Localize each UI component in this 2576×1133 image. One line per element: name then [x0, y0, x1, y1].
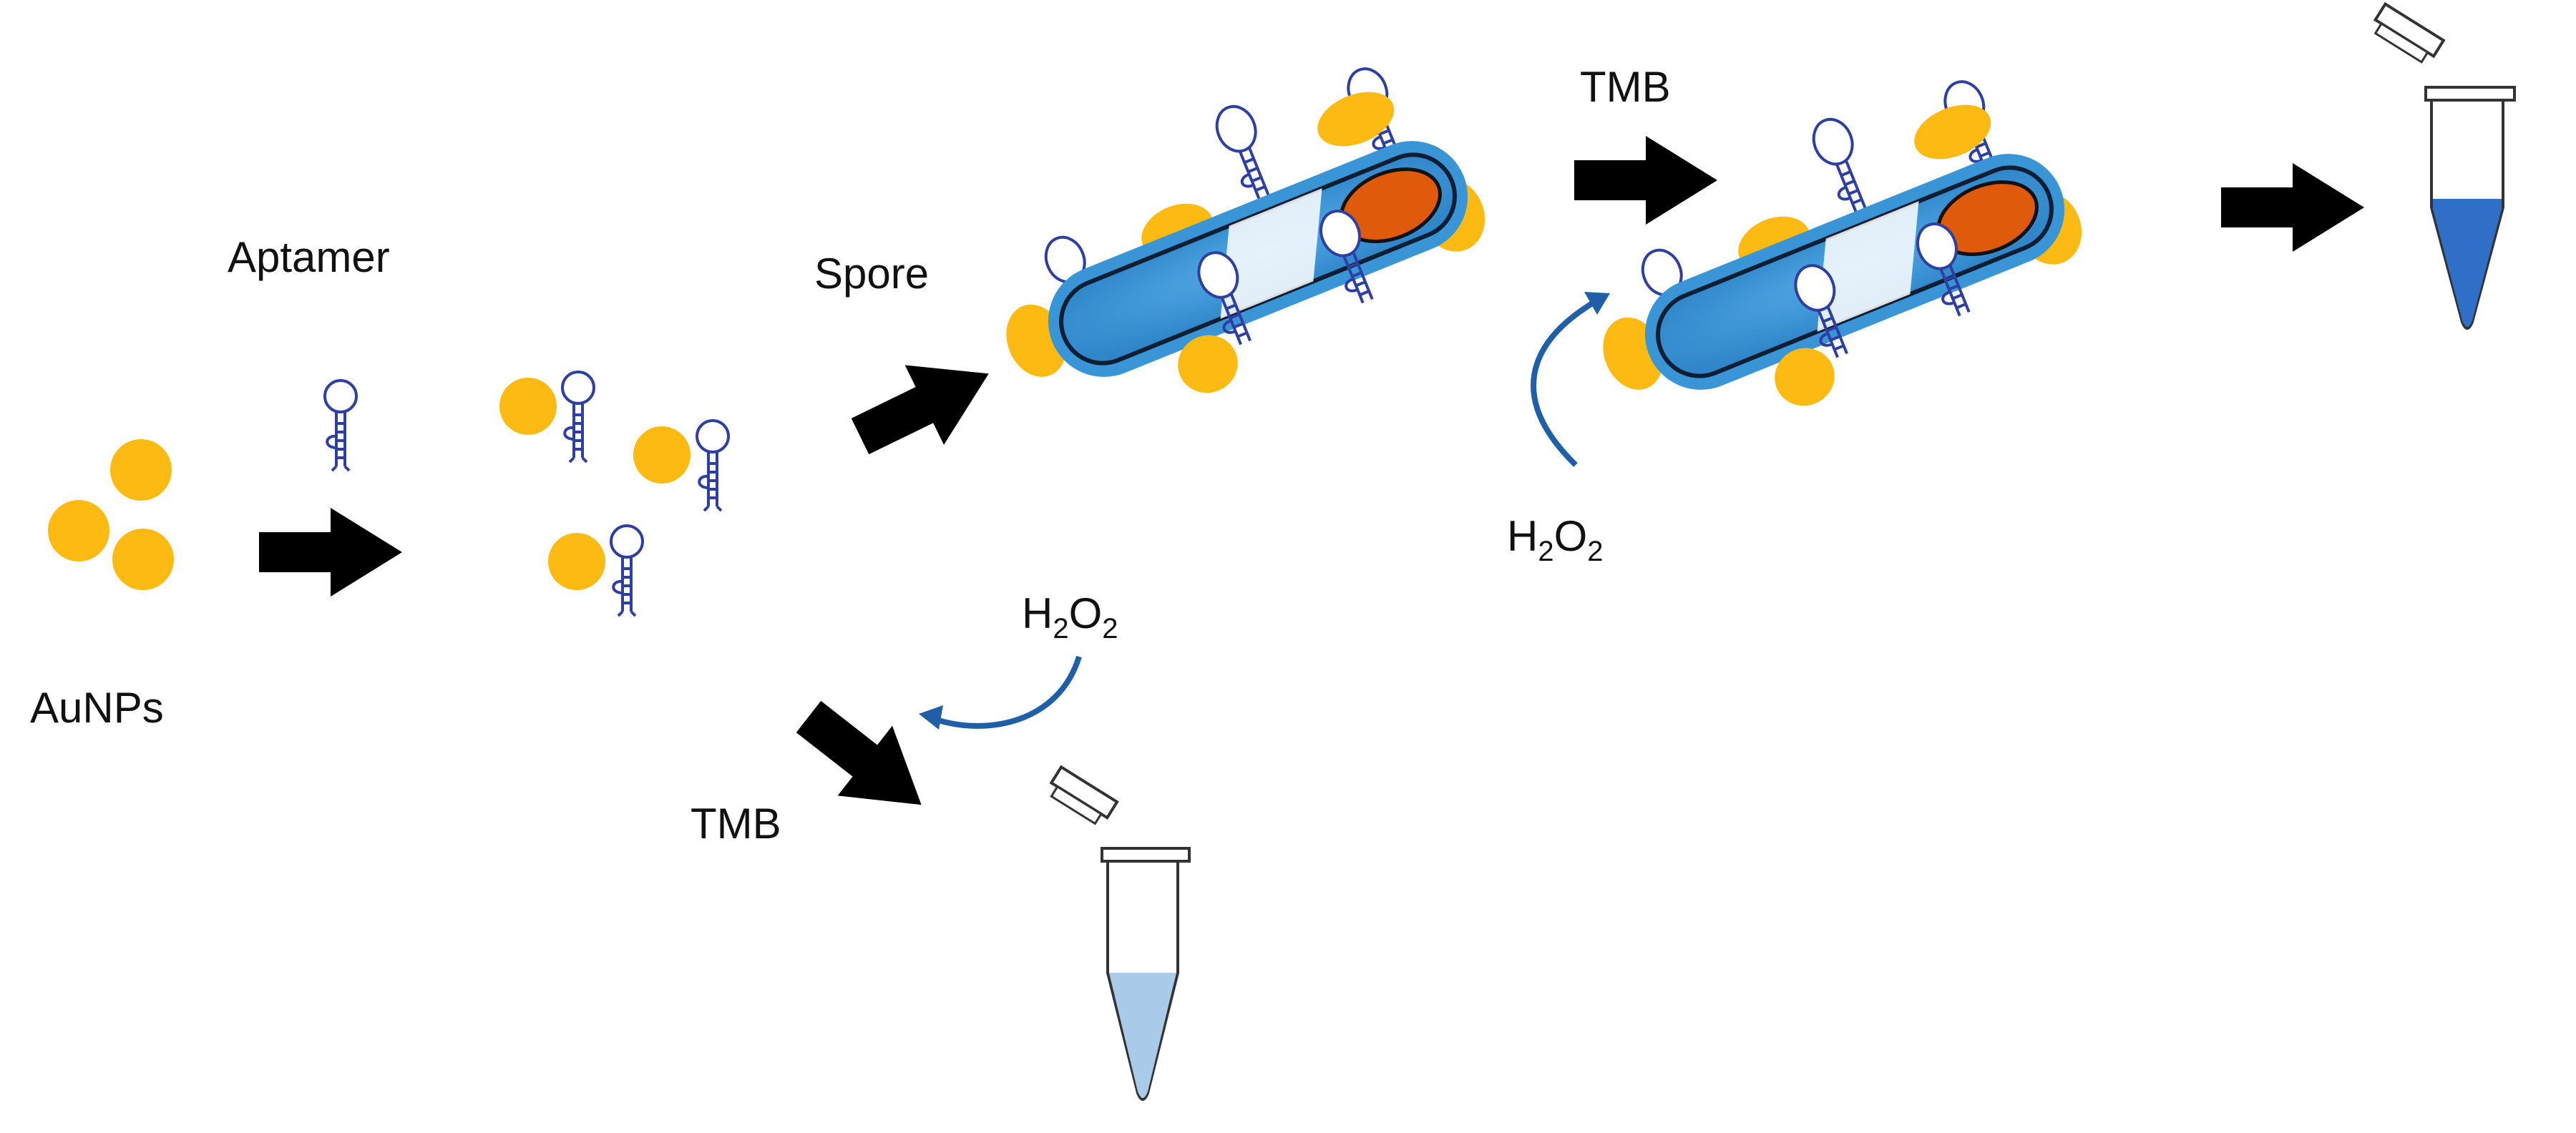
curved-arrow-head-icon: [1584, 292, 1610, 315]
aunp-particle: [633, 426, 691, 484]
h2o2-bottom-label: H2O2: [1022, 589, 1118, 644]
aunp-particle: [1775, 348, 1835, 406]
block-arrow-icon: [259, 508, 402, 597]
hairpin-aptamer-icon: [1805, 112, 1879, 218]
spore-highlight: [1817, 201, 1919, 332]
aunp-particle: [110, 439, 172, 501]
block-arrow-icon: [2221, 163, 2364, 252]
curved-arrow-head-icon: [919, 705, 943, 730]
aunp-particle: [548, 533, 605, 590]
aunp-particle: [1914, 104, 1991, 160]
spore-label: Spore: [814, 250, 929, 298]
aunp-particle: [48, 500, 109, 561]
aunp-particle: [1317, 92, 1395, 147]
spore-highlight: [1220, 188, 1322, 319]
tube-liquid-dark: [2433, 199, 2502, 327]
spore-complex: [1603, 74, 2082, 406]
block-arrow-icon: [1574, 136, 1717, 225]
curved-arrow-icon: [932, 655, 1082, 729]
hairpin-aptamer-icon: [610, 524, 644, 617]
block-arrow-icon: [840, 333, 1008, 476]
block-arrow-icon: [781, 682, 949, 840]
aunp-cluster: [48, 439, 174, 590]
aunp-particle: [499, 378, 557, 435]
tmb-top-label: TMB: [1580, 63, 1671, 111]
hairpin-aptamer-icon: [696, 419, 730, 512]
hairpin-aptamer-icon: [1209, 99, 1282, 205]
microcentrifuge-tube-icon: [1049, 765, 1191, 1101]
aunps-label: AuNPs: [30, 684, 164, 732]
aunp-particle: [1178, 335, 1238, 393]
aunp-aptamer-conjugates: [499, 371, 730, 617]
spore-complex: [1006, 62, 1485, 393]
hairpin-aptamer-icon: [561, 371, 595, 464]
tmb-bottom-label: TMB: [691, 800, 781, 848]
hairpin-aptamer-icon: [323, 379, 358, 472]
microcentrifuge-tube-icon: [2373, 1, 2516, 330]
aunp-particle: [112, 529, 174, 590]
tube-liquid-light: [1109, 973, 1176, 1098]
h2o2-top-label: H2O2: [1507, 512, 1604, 567]
curved-arrow-icon: [1531, 298, 1599, 467]
aptamer-label: Aptamer: [228, 233, 390, 281]
